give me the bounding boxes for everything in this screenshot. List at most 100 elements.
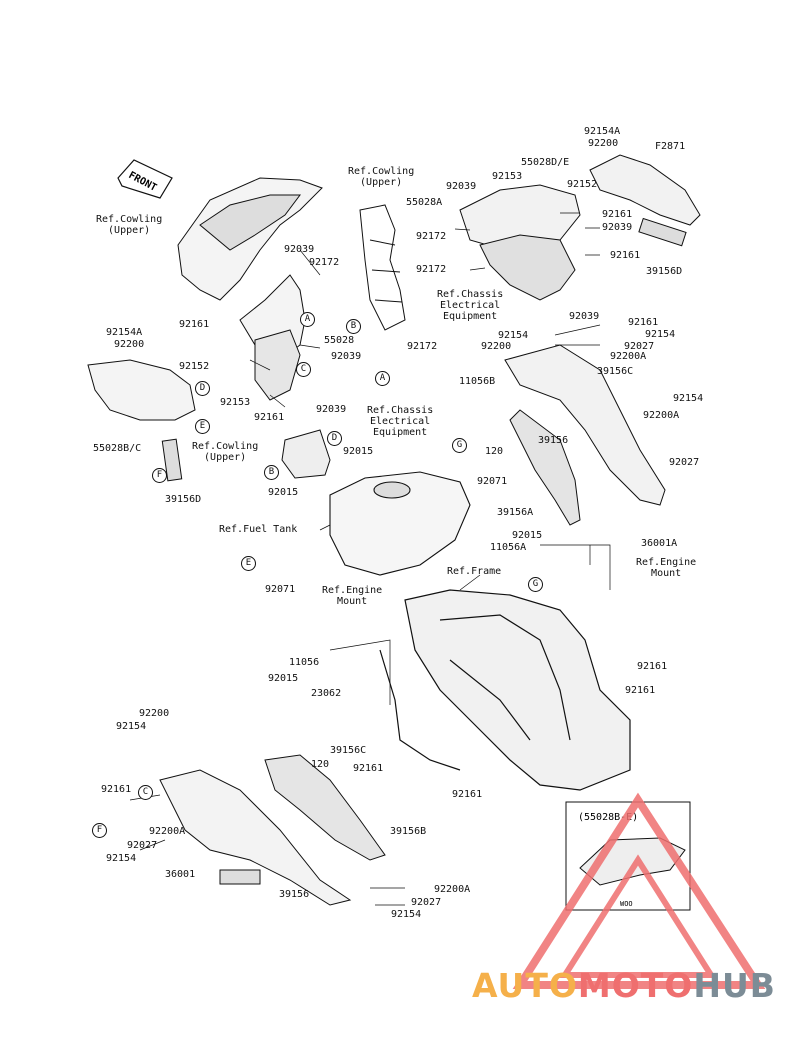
upper-cowl-part <box>177 177 323 401</box>
part-number: 55028D/E <box>521 157 570 168</box>
part-number: 92071 <box>265 584 296 595</box>
mount-bracket <box>281 429 331 479</box>
part-number: 39156D <box>165 494 202 505</box>
part-number: 92027 <box>127 840 158 851</box>
ref-frame-label: Ref.Frame <box>447 566 502 577</box>
lower-side-panel <box>159 754 386 906</box>
part-number: 92152 <box>179 361 210 372</box>
ref-cowling-upper-label: Ref.Cowling(Upper) <box>348 166 415 188</box>
inset-label: (55028B-E) <box>578 812 638 823</box>
right-side-panel <box>504 344 666 526</box>
watermark-logo <box>512 792 766 989</box>
part-number: 92039 <box>316 404 347 415</box>
ref-circle-g: G <box>452 438 467 453</box>
part-number: 92200 <box>588 138 619 149</box>
part-number: 92071 <box>477 476 508 487</box>
frame <box>379 589 631 791</box>
ref-circle-b: B <box>346 319 361 334</box>
part-number: 92200A <box>643 410 680 421</box>
part-number: 92153 <box>220 397 251 408</box>
left-side-panel <box>87 359 196 482</box>
ref-circle-c: C <box>138 785 153 800</box>
ref-cowling-upper-label-3: Ref.Cowling(Upper) <box>192 441 259 463</box>
ref-circle-e: E <box>195 419 210 434</box>
ref-cowling-upper-label-2: Ref.Cowling(Upper) <box>96 214 163 236</box>
part-number: 92153 <box>492 171 523 182</box>
front-cowl-part <box>459 154 701 301</box>
ref-fuel-tank-label: Ref.Fuel Tank <box>219 524 298 535</box>
part-number: 39156A <box>497 507 534 518</box>
ref-circle-a: A <box>375 371 390 386</box>
part-number: 92161 <box>637 661 668 672</box>
part-number: 92154 <box>106 853 137 864</box>
part-number: 92161 <box>610 250 641 261</box>
part-number: 92027 <box>669 457 700 468</box>
part-number: 92200A <box>610 351 647 362</box>
part-number: 39156C <box>597 366 634 377</box>
ref-circle-b: B <box>264 465 279 480</box>
ref-circle-f: F <box>92 823 107 838</box>
fuel-tank <box>329 471 471 576</box>
part-number: 92172 <box>407 341 438 352</box>
ref-circle-c: C <box>296 362 311 377</box>
part-number: 92200A <box>149 826 186 837</box>
ref-circle-g: G <box>528 577 543 592</box>
part-number: 92161 <box>179 319 210 330</box>
part-number: 92161 <box>452 789 483 800</box>
part-number: 36001A <box>641 538 678 549</box>
part-number: 11056A <box>490 542 527 553</box>
part-number: 55028 <box>324 335 355 346</box>
ref-circle-d: D <box>327 431 342 446</box>
part-number: 55028A <box>406 197 443 208</box>
part-number: 39156 <box>538 435 569 446</box>
bracket-part <box>359 204 406 331</box>
part-number: 92172 <box>416 264 447 275</box>
part-number: 92015 <box>512 530 543 541</box>
part-number: 92200A <box>434 884 471 895</box>
part-number: 39156 <box>279 889 310 900</box>
front-arrow: FRONT <box>117 159 173 199</box>
part-number: 36001 <box>165 869 196 880</box>
part-number: 92154 <box>391 909 422 920</box>
part-number: 55028B/C <box>93 443 142 454</box>
part-number: 92027 <box>411 897 442 908</box>
part-number: 11056B <box>459 376 496 387</box>
part-number: 92015 <box>268 673 299 684</box>
part-number: 23062 <box>311 688 342 699</box>
part-number: 92039 <box>284 244 315 255</box>
part-number: 92172 <box>309 257 340 268</box>
part-number: 92015 <box>268 487 299 498</box>
part-number: 92154 <box>498 330 529 341</box>
part-number: 92039 <box>331 351 362 362</box>
ref-circle-d: D <box>195 381 210 396</box>
part-number: 92154A <box>106 327 143 338</box>
part-number: 92200 <box>481 341 512 352</box>
part-number: 92027 <box>624 341 655 352</box>
part-number: 92154 <box>116 721 147 732</box>
part-number: 92154 <box>673 393 704 404</box>
part-number: F2871 <box>655 141 686 152</box>
part-number: 92039 <box>569 311 600 322</box>
part-number: 39156D <box>646 266 683 277</box>
part-number: 92154A <box>584 126 621 137</box>
part-number: 39156B <box>390 826 427 837</box>
part-number: 92161 <box>602 209 633 220</box>
part-number: 92200 <box>114 339 145 350</box>
part-number: 120 <box>311 759 330 770</box>
ref-circle-e: E <box>241 556 256 571</box>
part-number: 92152 <box>567 179 598 190</box>
part-number: 92161 <box>254 412 285 423</box>
part-number: 92161 <box>353 763 384 774</box>
inset-note: WOO <box>620 900 633 908</box>
part-number: 92161 <box>101 784 132 795</box>
part-number: 39156C <box>330 745 367 756</box>
part-number: 92172 <box>416 231 447 242</box>
part-number: 92039 <box>446 181 477 192</box>
part-number: 92039 <box>602 222 633 233</box>
part-number: 11056 <box>289 657 320 668</box>
part-number: 120 <box>485 446 504 457</box>
part-number: 92154 <box>645 329 676 340</box>
